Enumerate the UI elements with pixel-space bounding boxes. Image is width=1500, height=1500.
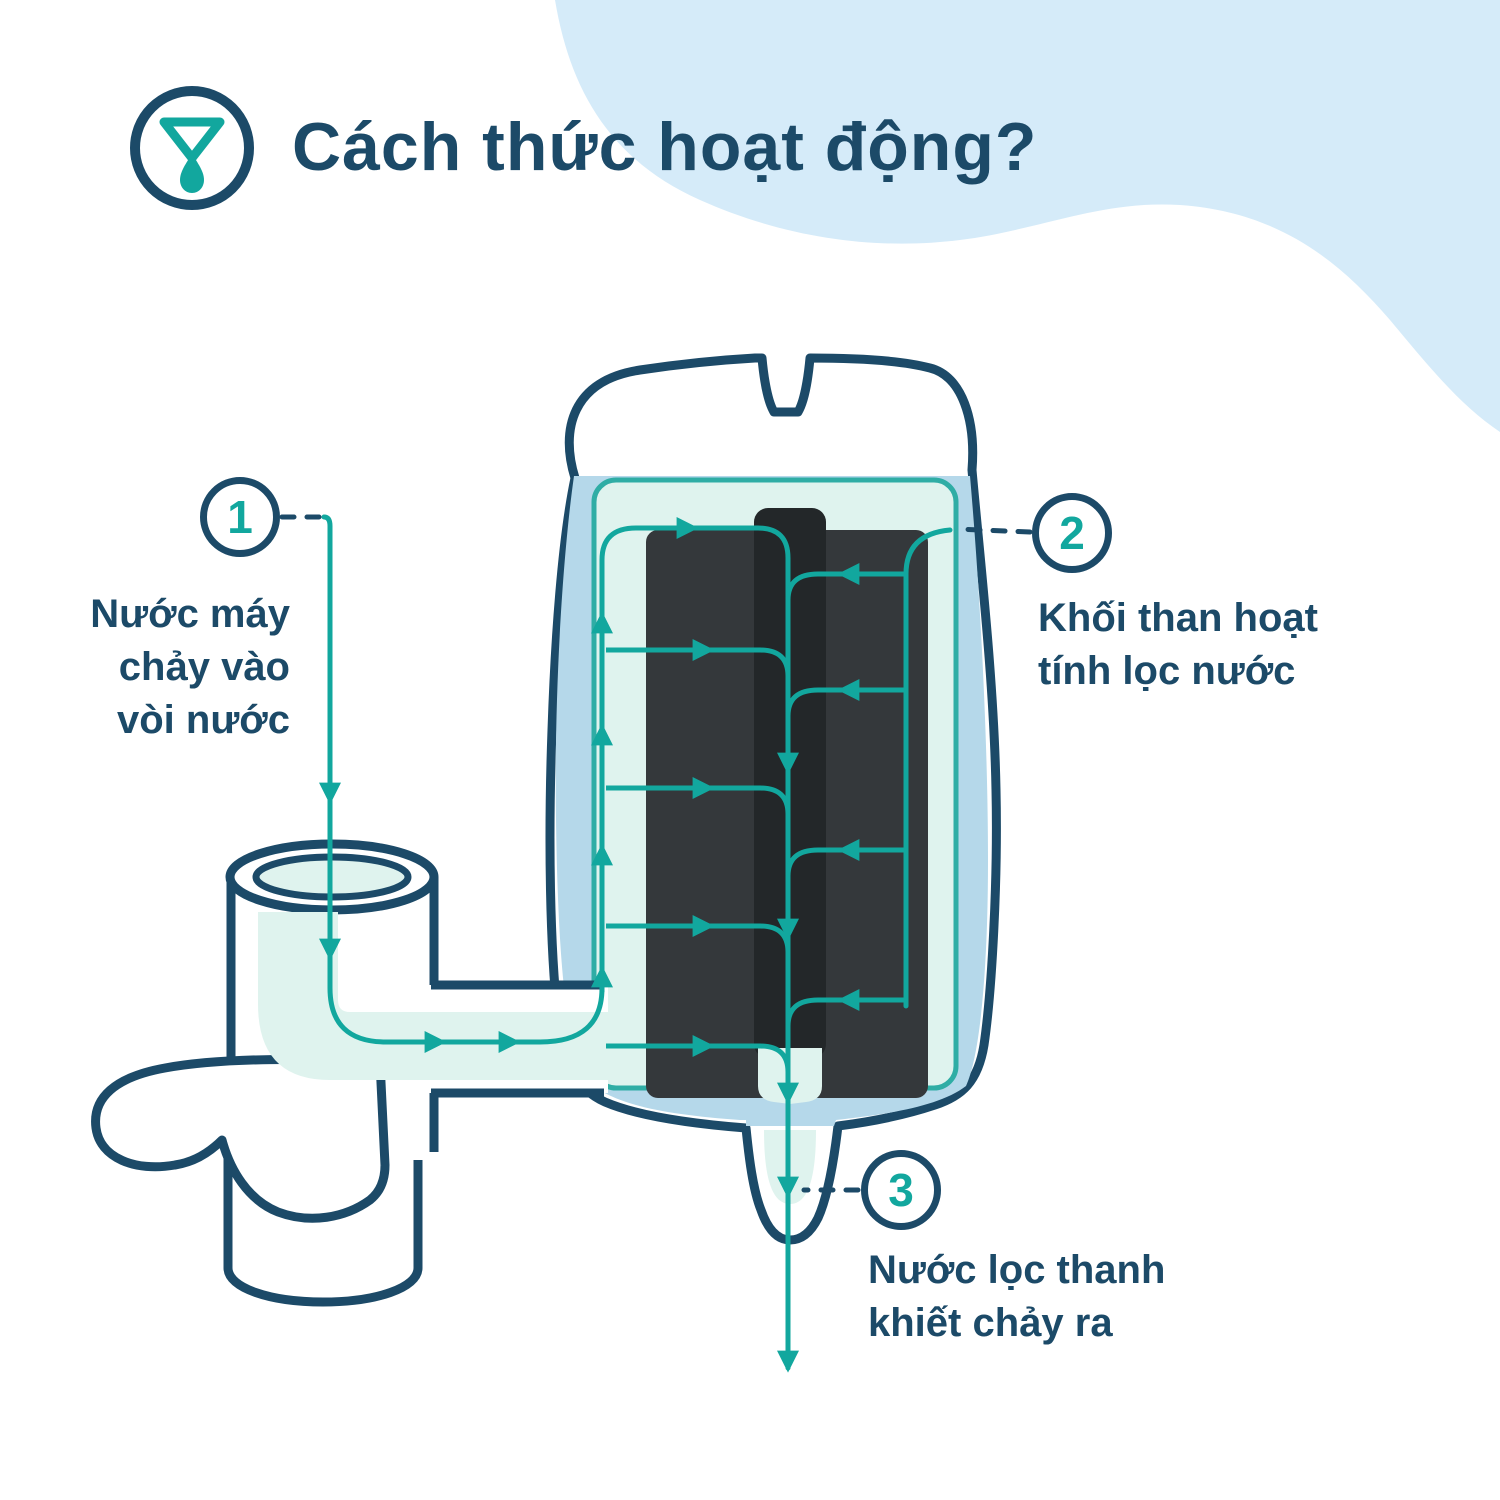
flow-branch-right-4 (785, 997, 906, 1027)
callout-connectors (279, 514, 1033, 1193)
faucet-handle (91, 1055, 390, 1223)
callout-3-number: 3 (888, 1164, 914, 1216)
brand-logo (130, 86, 254, 210)
callout-1-label: Nước máy chảy vào vòi nước (90, 592, 290, 742)
callout-2-badge: 2 (1032, 493, 1112, 573)
connector-2 (953, 526, 1033, 535)
flow-branch-left-4 (606, 1043, 791, 1073)
flow-line-main (321, 514, 791, 1371)
flow-branch-right-1 (785, 571, 906, 601)
flow-branch-right-3 (785, 847, 906, 877)
callout-1-number: 1 (227, 491, 253, 543)
callout-3-label: Nước lọc thanh khiết chảy ra (868, 1248, 1166, 1345)
callout-1-badge: 1 (200, 477, 280, 557)
page-title: Cách thức hoạt động? (292, 109, 1038, 185)
callout-2-label: Khối than hoạt tính lọc nước (1038, 596, 1318, 693)
callout-2-number: 2 (1059, 507, 1085, 559)
flow-branch-right-2 (785, 687, 906, 717)
flow-branch-left-1 (606, 647, 791, 677)
flow-arrowheads (318, 516, 864, 1373)
corner-blob-shape (555, 0, 1500, 432)
water-funnel-drop-icon (159, 117, 225, 193)
callout-3-badge: 3 (861, 1150, 941, 1230)
flow-line-right-channel (903, 527, 953, 1009)
flow-branch-left-2 (606, 785, 791, 815)
